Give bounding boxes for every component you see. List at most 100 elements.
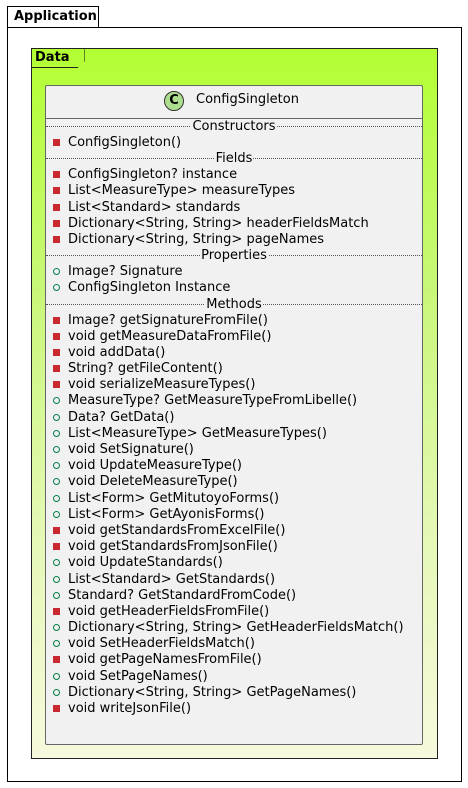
member-text: Image? getSignatureFromFile() (68, 312, 268, 328)
public-visibility-icon (53, 429, 60, 437)
public-visibility-icon (53, 397, 60, 405)
class-member: void SetHeaderFieldsMatch() (46, 636, 422, 652)
class-member: void getPageNamesFromFile() (46, 652, 422, 668)
class-member: void getMeasureDataFromFile() (46, 329, 422, 345)
member-text: ConfigSingleton() (68, 135, 182, 150)
member-text: ConfigSingleton? instance (68, 167, 238, 183)
private-visibility-icon (53, 365, 60, 373)
member-text: Dictionary<String, String> GetHeaderFiel… (68, 620, 404, 636)
member-text: Image? Signature (68, 264, 183, 280)
class-member: ConfigSingleton? instance (46, 167, 422, 183)
member-text: void UpdateMeasureType() (68, 458, 242, 474)
section-separator-fields: Fields (46, 151, 422, 168)
class-member: List<Standard> standards (46, 200, 422, 216)
private-visibility-icon (53, 187, 60, 195)
public-visibility-icon (53, 284, 60, 292)
class-member: void writeJsonFile() (46, 701, 422, 717)
member-text: void getHeaderFieldsFromFile() (68, 603, 270, 619)
class-member: List<Form> GetAyonisForms() (46, 507, 422, 523)
member-text: void getPageNamesFromFile() (68, 652, 262, 668)
public-visibility-icon (53, 268, 60, 276)
private-visibility-icon (53, 705, 60, 712)
private-visibility-icon (53, 607, 60, 615)
class-member: List<Form> GetMitutoyoForms() (46, 491, 422, 507)
private-visibility-icon (53, 656, 60, 664)
member-text: void SetSignature() (68, 442, 194, 457)
class-member: void addData() (46, 345, 422, 361)
member-text: MeasureType? GetMeasureTypeFromLibelle() (68, 393, 358, 409)
member-text: void UpdateStandards() (68, 555, 223, 571)
member-text: void getMeasureDataFromFile() (68, 328, 272, 344)
package-name: Application (14, 9, 97, 24)
member-text: void SetPageNames() (68, 668, 208, 684)
private-visibility-icon (53, 381, 60, 389)
class-member: ConfigSingleton Instance (46, 280, 422, 296)
public-visibility-icon (53, 494, 60, 502)
private-visibility-icon (53, 348, 60, 356)
member-text: void DeleteMeasureType() (68, 474, 238, 490)
member-text: List<Form> GetMitutoyoForms() (68, 490, 280, 506)
section-separator-properties: Properties (46, 248, 422, 265)
member-text: Dictionary<String, String> headerFieldsM… (68, 215, 369, 231)
package-tab: Application (7, 6, 99, 28)
class-member: Dictionary<String, String> GetHeaderFiel… (46, 620, 422, 636)
section-title: Fields (214, 151, 254, 168)
class-member: List<MeasureType> GetMeasureTypes() (46, 426, 422, 442)
member-text: Data? GetData() (68, 409, 175, 425)
private-visibility-icon (53, 203, 60, 211)
class-member: Dictionary<String, String> GetPageNames(… (46, 685, 422, 701)
class-name: ConfigSingleton (196, 92, 299, 107)
member-text: Dictionary<String, String> pageNames (68, 231, 325, 247)
public-visibility-icon (53, 510, 60, 518)
public-visibility-icon (53, 624, 60, 632)
public-visibility-icon (53, 413, 60, 421)
public-visibility-icon (53, 575, 60, 583)
public-visibility-icon (53, 446, 60, 453)
section-separator-constructors: Constructors (46, 119, 422, 135)
class-member: void SetPageNames() (46, 669, 422, 685)
member-text: List<MeasureType> GetMeasureTypes() (68, 425, 327, 441)
class-member: String? getFileContent() (46, 361, 422, 377)
private-visibility-icon (53, 543, 60, 551)
class-member: void UpdateStandards() (46, 555, 422, 571)
class-member: ConfigSingleton() (46, 135, 422, 151)
private-visibility-icon (53, 526, 60, 534)
public-visibility-icon (53, 462, 60, 470)
class-member: Image? Signature (46, 264, 422, 280)
member-text: ConfigSingleton Instance (68, 280, 231, 296)
section-title: Constructors (191, 119, 277, 135)
member-text: void addData() (68, 344, 166, 360)
public-visibility-icon (53, 591, 60, 599)
private-visibility-icon (53, 235, 60, 243)
class-member: Dictionary<String, String> headerFieldsM… (46, 216, 422, 232)
member-text: List<Form> GetAyonisForms() (68, 506, 265, 522)
class-header: C ConfigSingleton (46, 86, 422, 119)
section-title: Properties (200, 248, 268, 265)
public-visibility-icon (53, 672, 60, 680)
member-text: List<Standard> standards (68, 199, 241, 215)
member-text: void getStandardsFromJsonFile() (68, 539, 278, 555)
member-text: void getStandardsFromExcelFile() (68, 522, 286, 538)
class-member: Dictionary<String, String> pageNames (46, 232, 422, 248)
class-member: void getStandardsFromExcelFile() (46, 523, 422, 539)
member-text: void SetHeaderFieldsMatch() (68, 636, 255, 652)
private-visibility-icon (53, 139, 60, 146)
class-member: Standard? GetStandardFromCode() (46, 588, 422, 604)
class-member: List<Standard> GetStandards() (46, 572, 422, 588)
class-member: Image? getSignatureFromFile() (46, 313, 422, 329)
private-visibility-icon (53, 316, 60, 324)
section-title: Methods (205, 296, 263, 313)
member-text: void serializeMeasureTypes() (68, 377, 256, 393)
class-member: void SetSignature() (46, 442, 422, 458)
class-member: Data? GetData() (46, 410, 422, 426)
private-visibility-icon (53, 332, 60, 340)
member-text: List<Standard> GetStandards() (68, 571, 276, 587)
public-visibility-icon (53, 640, 60, 648)
section-separator-methods: Methods (46, 296, 422, 313)
member-text: void writeJsonFile() (68, 701, 192, 716)
member-text: Dictionary<String, String> GetPageNames(… (68, 684, 357, 700)
member-text: List<MeasureType> measureTypes (68, 183, 296, 199)
member-text: Standard? GetStandardFromCode() (68, 587, 297, 603)
